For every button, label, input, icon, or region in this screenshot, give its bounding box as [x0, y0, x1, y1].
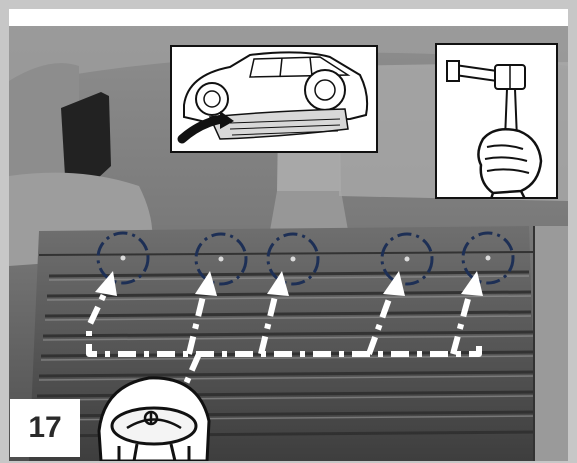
car-underbody-icon: [170, 45, 378, 153]
step-number: 17: [10, 399, 80, 457]
socket-wrench-icon: [435, 43, 558, 199]
